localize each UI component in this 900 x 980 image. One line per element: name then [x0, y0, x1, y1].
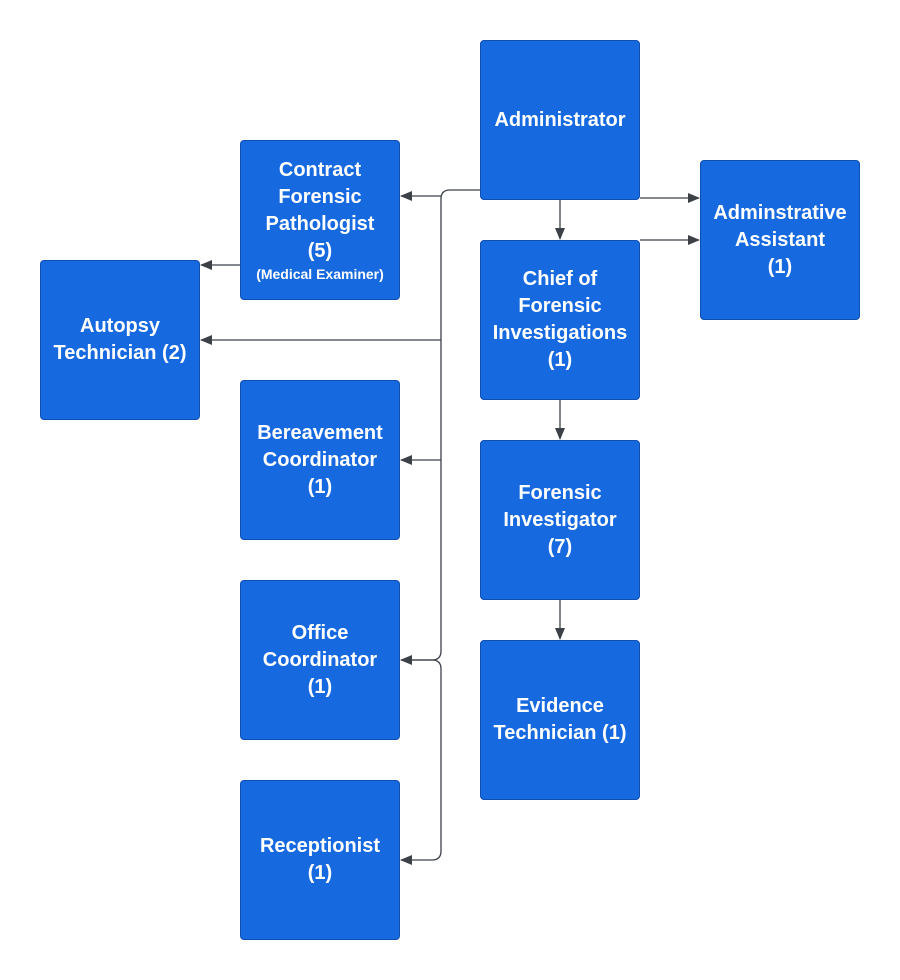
node-title: Administrator	[494, 108, 626, 131]
node-count: (5)	[307, 240, 333, 262]
node-title: Bereavement Coordinator	[257, 421, 383, 471]
node-title: Chief of Forensic Investigations	[492, 268, 628, 344]
node-count: (1)	[547, 349, 573, 371]
node-evidence-technician: Evidence Technician (1)	[480, 640, 640, 800]
node-administrator: Administrator	[480, 40, 640, 200]
node-title: Autopsy Technician (2)	[53, 315, 187, 364]
node-count: (1)	[767, 255, 793, 278]
node-title: Contract Forensic Pathologist	[265, 159, 375, 235]
node-subtitle: (Medical Examiner)	[256, 266, 384, 282]
node-autopsy-technician: Autopsy Technician (2)	[40, 260, 200, 420]
node-administrative-assistant: Adminstrative Assistant (1)	[700, 160, 860, 320]
node-chief-of-forensic-investigations: Chief of Forensic Investigations (1)	[480, 240, 640, 400]
node-title: Adminstrative Assistant	[713, 201, 847, 251]
edge-admin-to-trunk	[431, 189, 480, 661]
node-count: (1)	[307, 475, 333, 498]
node-count: (7)	[547, 535, 573, 558]
node-bereavement-coordinator: Bereavement Coordinator (1)	[240, 380, 400, 540]
node-title: Forensic Investigator	[503, 481, 617, 531]
node-receptionist: Receptionist (1)	[240, 780, 400, 940]
edge-office-to-receptionist	[400, 659, 442, 865]
node-contract-forensic-pathologist: Contract Forensic Pathologist (5) (Medic…	[240, 140, 400, 300]
node-forensic-investigator: Forensic Investigator (7)	[480, 440, 640, 600]
node-count: (1)	[307, 862, 333, 884]
node-title: Evidence Technician (1)	[493, 695, 627, 744]
node-title: Receptionist	[259, 835, 381, 857]
node-office-coordinator: Office Coordinator (1)	[240, 580, 400, 740]
node-count: (1)	[307, 675, 333, 698]
node-title: Office Coordinator	[262, 621, 378, 671]
